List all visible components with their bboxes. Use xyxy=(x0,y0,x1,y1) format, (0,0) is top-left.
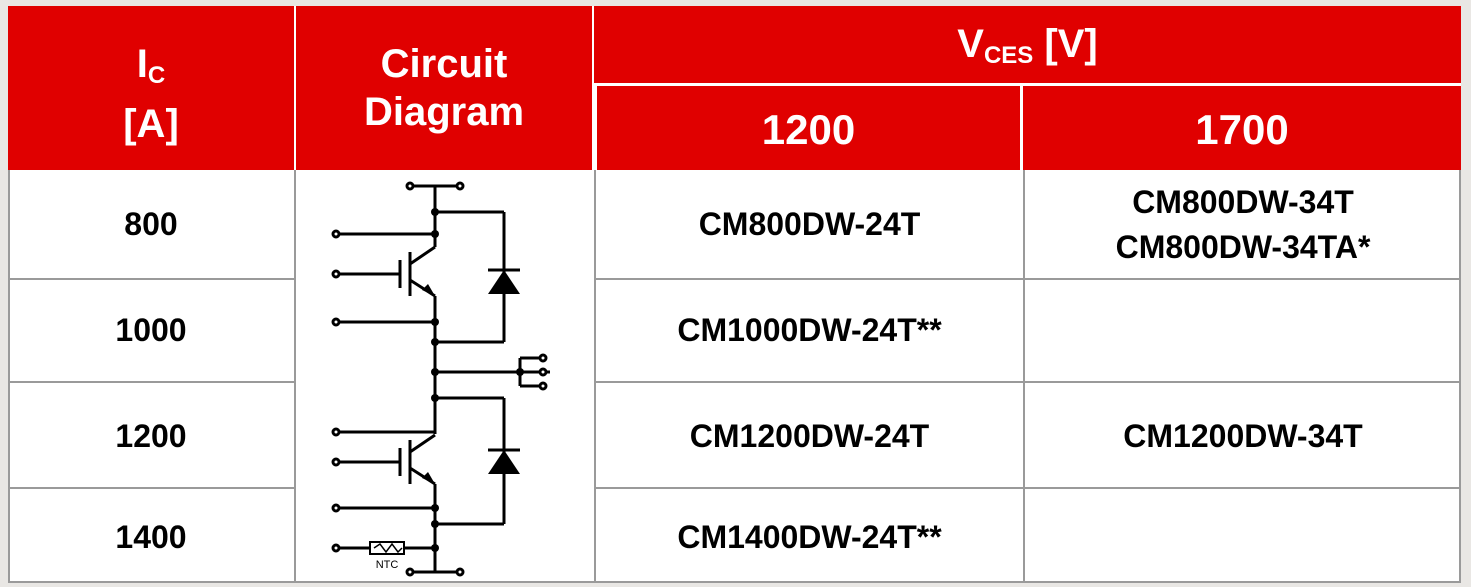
half-bridge-circuit-diagram-icon: NTC xyxy=(331,181,550,577)
part-number-1200v: CM1200DW-24T xyxy=(689,418,930,454)
row-divider xyxy=(8,278,294,280)
part-number-1700v: CM800DW-34T xyxy=(1132,184,1354,220)
row-divider xyxy=(1023,381,1461,383)
part-number-1200v: CM800DW-24T xyxy=(698,206,921,242)
row-divider xyxy=(594,381,1023,383)
row-divider xyxy=(594,278,1023,280)
column-divider xyxy=(594,170,596,583)
header-vces-symbol: V xyxy=(957,22,984,66)
header-vces: VCES [V] xyxy=(594,6,1461,86)
header-current-symbol: I xyxy=(136,42,148,86)
column-divider xyxy=(294,170,296,583)
part-number-1200v: CM1400DW-24T** xyxy=(677,519,942,555)
row-divider xyxy=(8,381,294,383)
header-vces-unit: [V] xyxy=(1044,22,1098,66)
header-circuit-line1: Circuit xyxy=(380,42,508,86)
header-circuit-line2: Diagram xyxy=(363,90,525,134)
row-current: 1400 xyxy=(115,519,187,555)
row-divider xyxy=(1023,487,1461,489)
row-current: 800 xyxy=(124,206,178,242)
header-current: IC [A] xyxy=(8,6,296,170)
header-current-subscript: C xyxy=(147,62,166,89)
header-vces-subscript: CES xyxy=(983,42,1034,69)
part-number-1700v: CM1200DW-34T xyxy=(1123,418,1363,454)
row-divider xyxy=(8,487,294,489)
row-current: 1200 xyxy=(115,418,187,454)
header-1700v: 1700 xyxy=(1023,86,1461,170)
header-1700v-label: 1700 xyxy=(1195,106,1289,153)
column-divider xyxy=(1023,170,1025,583)
header-circuit-diagram: Circuit Diagram xyxy=(296,6,594,170)
ntc-label: NTC xyxy=(376,559,399,571)
row-divider xyxy=(1023,278,1461,280)
table-body-border xyxy=(8,170,1461,583)
header-current-unit: [A] xyxy=(123,102,179,146)
row-divider xyxy=(594,487,1023,489)
header-1200v: 1200 xyxy=(594,86,1023,170)
header-1200v-label: 1200 xyxy=(761,106,856,153)
part-number-1200v: CM1000DW-24T** xyxy=(677,312,942,348)
part-number-1700v: CM800DW-34TA* xyxy=(1115,229,1371,265)
row-current: 1000 xyxy=(115,312,187,348)
